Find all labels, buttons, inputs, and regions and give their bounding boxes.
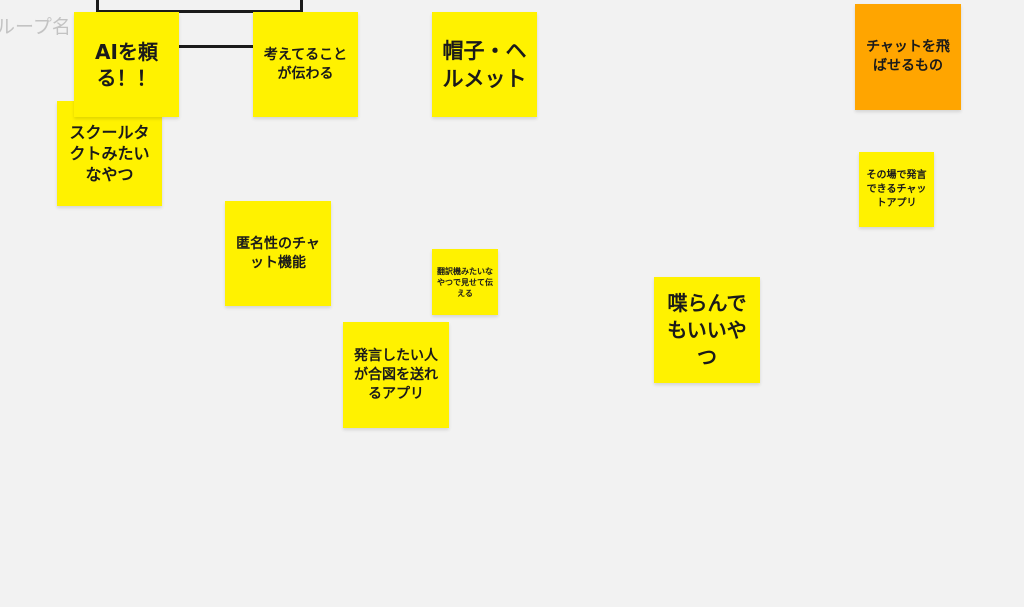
sticky-note-text: AIを頼る！！ [95, 39, 158, 90]
sticky-note-text: 翻訳機みたいなやつで見せて伝える [437, 266, 493, 298]
sticky-note-onsite[interactable]: その場で発言できるチャットアプリ [859, 152, 934, 227]
sticky-note-text: 発言したい人が合図を送れるアプリ [354, 347, 438, 402]
sticky-note-text: 帽子・ヘルメット [442, 38, 527, 91]
sticky-note-text: 考えてることが伝わる [263, 46, 348, 82]
sticky-note-translate[interactable]: 翻訳機みたいなやつで見せて伝える [432, 249, 498, 315]
sticky-note-scroll[interactable]: スクールタクトみたいなやつ [57, 101, 162, 206]
sticky-note-thinking[interactable]: 考えてることが伝わる [253, 12, 358, 117]
sticky-note-chat-fly[interactable]: チャットを飛ばせるもの [855, 4, 961, 110]
sticky-note-ai[interactable]: AIを頼る！！ [74, 12, 179, 117]
connector-line [96, 10, 303, 13]
sticky-note-text: スクールタクトみたいなやつ [69, 123, 150, 184]
connector-line [178, 45, 256, 48]
connector-line [300, 0, 303, 14]
sticky-note-text: チャットを飛ばせるもの [866, 39, 950, 74]
sticky-note-signal[interactable]: 発言したい人が合図を送れるアプリ [343, 322, 449, 428]
connector-line [96, 0, 99, 14]
sticky-note-anon[interactable]: 匿名性のチャット機能 [225, 201, 331, 306]
group-name-label[interactable]: ループ名 [0, 16, 71, 38]
sticky-note-text: 匿名性のチャット機能 [236, 235, 320, 271]
sticky-note-no-speak[interactable]: 喋らんでもいいやつ [654, 277, 760, 383]
sticky-note-helmet[interactable]: 帽子・ヘルメット [432, 12, 537, 117]
sticky-note-text: その場で発言できるチャットアプリ [866, 169, 927, 209]
sticky-note-text: 喋らんでもいいやつ [667, 290, 747, 369]
